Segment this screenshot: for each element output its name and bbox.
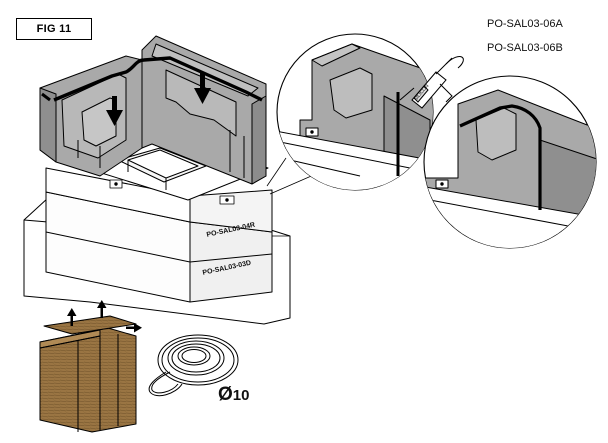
wooden-crate (39, 315, 137, 433)
silicone-gun (399, 55, 464, 109)
crate-arrows (67, 300, 142, 333)
lower-block (45, 191, 273, 303)
detail-circle-a: SILICON (276, 33, 464, 191)
figure-label: FIG 11 (16, 18, 92, 40)
arrow-down-right (194, 72, 211, 104)
coiled-rope (148, 334, 239, 397)
leader-line-a (266, 157, 287, 187)
reference-code-a: PO-SAL03-06A (487, 18, 563, 30)
arrow-down-left (106, 96, 123, 126)
diameter-value: 10 (232, 387, 250, 404)
detail-circle-b (423, 75, 597, 249)
diameter-symbol: Ø (218, 384, 233, 405)
refractory-back-right (141, 35, 267, 185)
reference-code-b: PO-SAL03-06B (487, 42, 563, 54)
rope-diameter: Ø10 (218, 384, 249, 406)
sealing-bead-main (53, 56, 263, 102)
stove-assembly (23, 35, 291, 325)
refractory-back-left (39, 55, 143, 177)
